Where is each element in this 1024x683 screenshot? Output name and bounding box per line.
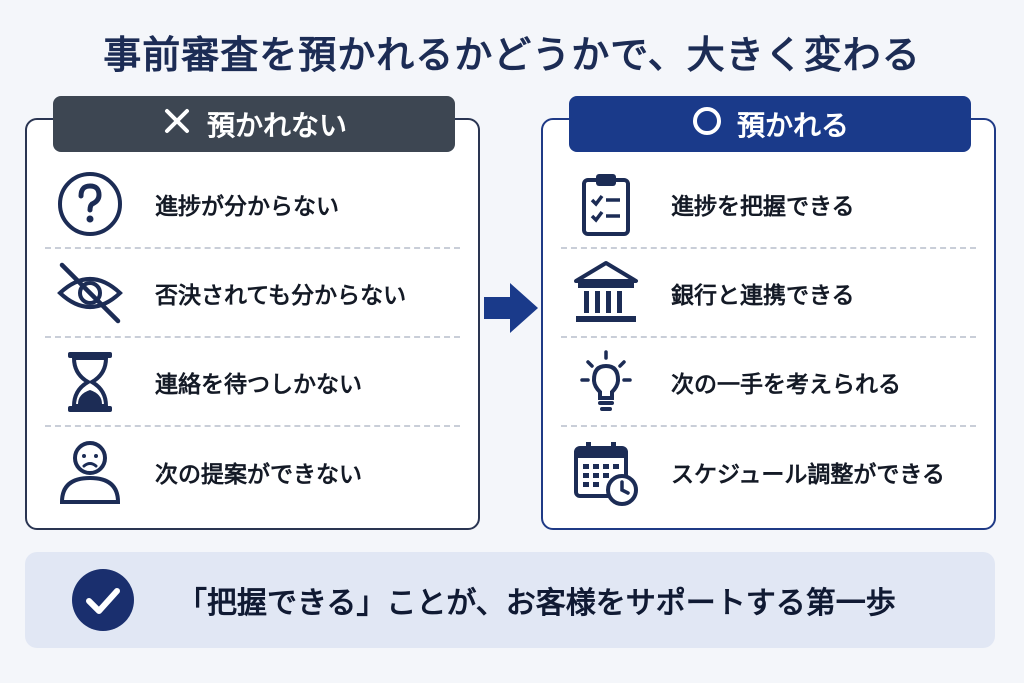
right-header: 預かれる: [569, 96, 971, 152]
sad-person-icon: [45, 438, 135, 506]
list-item-label: 進捗を把握できる: [671, 193, 855, 220]
list-item: 連絡を待つしかない: [45, 338, 460, 427]
x-icon: [161, 105, 193, 144]
list-item: 否決されても分からない: [45, 249, 460, 338]
circle-icon: [691, 105, 723, 144]
list-item: 進捗が分からない: [45, 160, 460, 249]
list-item-label: 進捗が分からない: [155, 193, 339, 220]
banner-text: 「把握できる」ことが、お客様をサポートする第一歩: [177, 586, 896, 621]
arrow-right-icon: [482, 279, 540, 337]
lightbulb-icon: [561, 348, 651, 416]
page-title: 事前審査を預かれるかどうかで、大きく変わる: [103, 33, 921, 77]
list-item: 次の提案ができない: [45, 427, 460, 516]
check-circle-icon: [71, 568, 135, 632]
question-icon: [45, 170, 135, 238]
summary-banner: 「把握できる」ことが、お客様をサポートする第一歩: [25, 552, 995, 648]
right-header-label: 預かれる: [736, 109, 849, 142]
bank-icon: [561, 259, 651, 327]
list-item-label: 銀行と連携できる: [671, 282, 855, 309]
list-item-label: スケジュール調整ができる: [671, 461, 945, 488]
list-item: 次の一手を考えられる: [561, 338, 976, 427]
list-item-label: 連絡を待つしかない: [155, 371, 362, 398]
list-item-label: 次の一手を考えられる: [671, 371, 901, 398]
list-item-label: 否決されても分からない: [155, 282, 407, 309]
left-header: 預かれない: [53, 96, 455, 152]
right-panel: 預かれる 進捗を把握できる 銀行と連携できる 次の一手を考えられる スケジュール…: [541, 96, 996, 530]
list-item-label: 次の提案ができない: [155, 461, 362, 488]
hourglass-icon: [45, 348, 135, 416]
eye-slash-icon: [45, 259, 135, 327]
list-item: 銀行と連携できる: [561, 249, 976, 338]
clipboard-icon: [561, 170, 651, 238]
left-header-label: 預かれない: [206, 109, 347, 142]
calendar-clock-icon: [561, 438, 651, 506]
list-item: 進捗を把握できる: [561, 160, 976, 249]
list-item: スケジュール調整ができる: [561, 427, 976, 516]
left-panel: 預かれない 進捗が分からない 否決されても分からない 連絡を待つしかない 次の提…: [25, 96, 480, 530]
